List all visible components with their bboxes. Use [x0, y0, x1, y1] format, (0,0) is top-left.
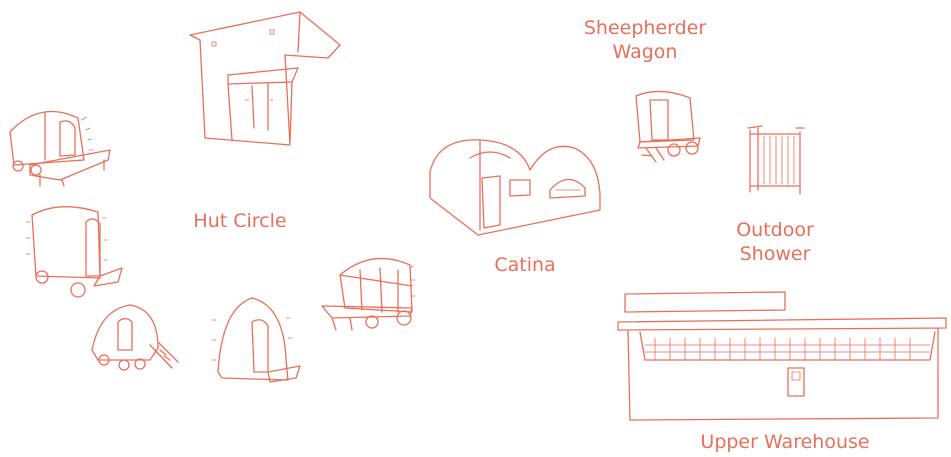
storage-building-illustration[interactable]	[189, 11, 341, 146]
catina-building-illustration[interactable]	[429, 139, 601, 236]
outdoor-shower-illustration[interactable]	[747, 125, 805, 195]
sheepherder-wagon-illustration[interactable]	[635, 90, 701, 163]
outdoor-shower-label-line2: Shower	[739, 243, 811, 265]
outdoor-shower-label[interactable]: Outdoor Shower	[715, 218, 835, 266]
hut-circle-label-text: Hut Circle	[193, 210, 287, 232]
upper-warehouse-label-text: Upper Warehouse	[700, 431, 870, 453]
sheepherder-wagon-label-line1: Sheepherder	[583, 17, 707, 39]
catina-label[interactable]: Catina	[480, 253, 570, 277]
upper-warehouse-illustration[interactable]	[617, 291, 947, 421]
hut-circle-label[interactable]: Hut Circle	[165, 209, 315, 233]
sheepherder-wagon-label[interactable]: Sheepherder Wagon	[575, 16, 715, 64]
catina-label-text: Catina	[494, 254, 556, 276]
hut-wagon-5-illustration[interactable]	[321, 257, 416, 331]
upper-warehouse-label[interactable]: Upper Warehouse	[680, 430, 890, 454]
hut-wagon-4-illustration[interactable]	[211, 297, 301, 383]
hut-wagon-1-illustration[interactable]	[9, 110, 111, 187]
hut-wagon-2-illustration[interactable]	[25, 206, 123, 298]
sheepherder-wagon-label-line2: Wagon	[612, 41, 678, 63]
outdoor-shower-label-line1: Outdoor	[736, 219, 814, 241]
hut-wagon-3-illustration[interactable]	[91, 304, 179, 371]
